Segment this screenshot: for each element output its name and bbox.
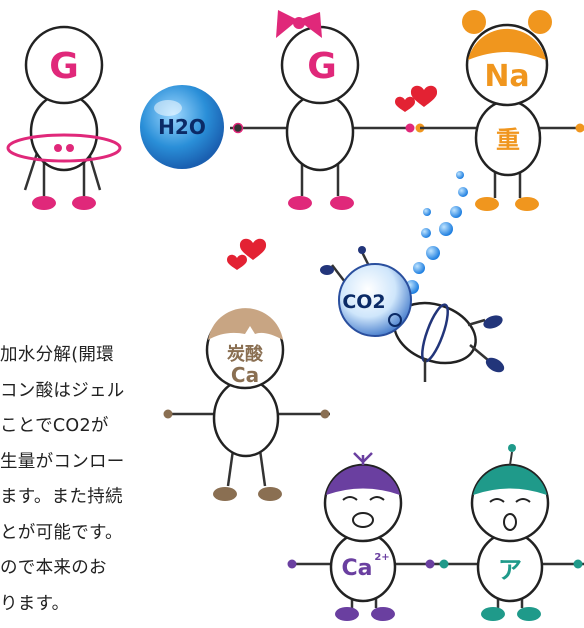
co2-character: CO2 xyxy=(320,246,505,382)
hoop xyxy=(6,133,122,163)
calcium-ion-label: Ca xyxy=(342,556,373,581)
co2-label: CO2 xyxy=(342,291,385,313)
text-line: 生量がコンロー xyxy=(0,451,125,472)
glucose-label: G xyxy=(307,46,337,87)
ear xyxy=(462,10,486,34)
calcium-ion-charge: 2+ xyxy=(374,552,389,563)
text-line: ので本来のお xyxy=(0,558,107,578)
ear xyxy=(528,10,552,34)
glucose-character-left: G xyxy=(6,25,122,210)
leg xyxy=(23,149,40,191)
carbonate-label-line2: Ca xyxy=(231,363,259,387)
heart-icon xyxy=(410,85,438,107)
heart-icon xyxy=(227,254,247,270)
text-line: とが可能です。 xyxy=(0,522,123,543)
body-text: 加水分解(開環 コン酸はジェル ことでCO2が 生量がコンロー ます。また持続 … xyxy=(0,338,170,622)
head xyxy=(24,25,104,105)
heart-icon xyxy=(395,96,415,112)
bubbles xyxy=(405,171,468,294)
text-line: ります。 xyxy=(0,593,70,614)
text-line: ます。また持続 xyxy=(0,487,123,507)
text-line: ことでCO2が xyxy=(0,416,109,436)
foot xyxy=(72,196,96,210)
carbonate-label-line1: 炭酸 xyxy=(227,343,264,365)
sodium-body-label: 重 xyxy=(496,126,520,154)
a-character: ア xyxy=(439,444,584,621)
heart-icon xyxy=(239,238,267,260)
calcium-ion-character: Ca 2+ xyxy=(287,452,440,621)
foot xyxy=(32,196,56,210)
text-line: コン酸はジェル xyxy=(0,380,125,401)
glucose-label: G xyxy=(49,46,79,87)
glucose-character-bow: G xyxy=(276,10,425,210)
sodium-label: Na xyxy=(484,59,529,94)
water-molecule: H2O xyxy=(140,85,280,169)
bow-icon xyxy=(276,10,322,38)
water-label: H2O xyxy=(158,115,206,139)
a-label: ア xyxy=(498,556,522,584)
text-line: 加水分解(開環 xyxy=(0,345,114,365)
sodium-character: 重 Na xyxy=(420,10,584,211)
calcium-carbonate-character: 炭酸 Ca xyxy=(163,308,330,501)
